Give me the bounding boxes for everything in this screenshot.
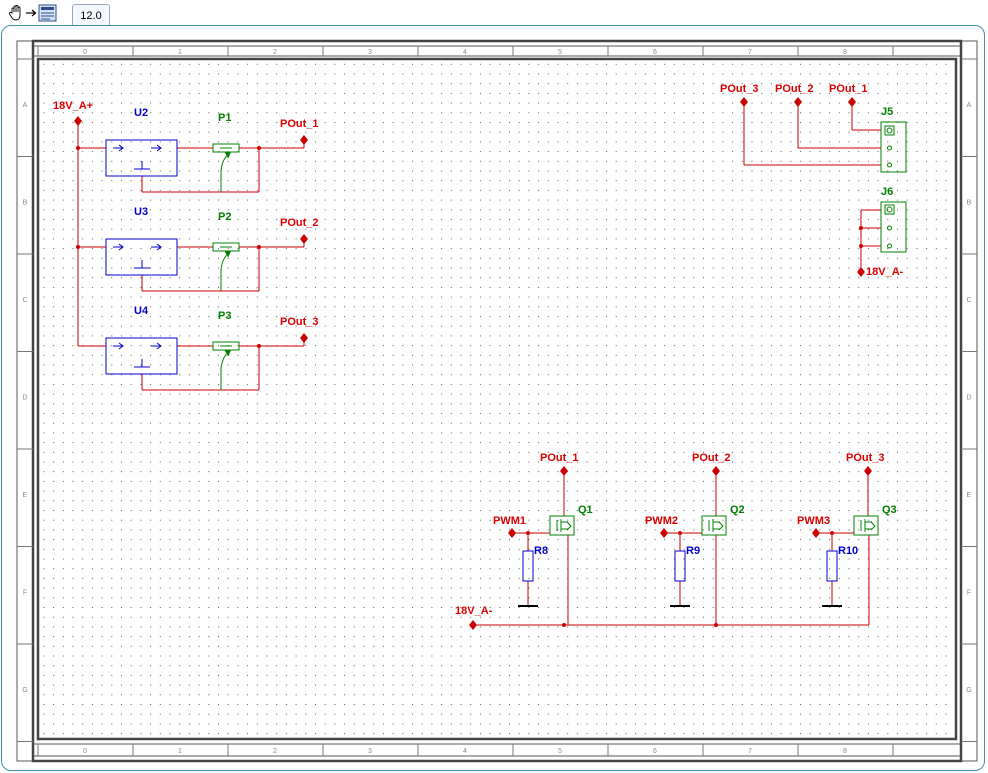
ruler-col-label-bottom: 5 xyxy=(558,748,562,755)
mosfet-Q1[interactable] xyxy=(549,515,575,536)
ref-R10: R10 xyxy=(838,545,858,557)
regulator-U4[interactable] xyxy=(105,337,178,375)
ruler-col-label-top: 1 xyxy=(178,49,182,56)
toolbar: 12.0 xyxy=(0,0,988,26)
net-label-q2-drain: POut_2 xyxy=(692,452,731,464)
ruler-row-label-left: F xyxy=(23,590,27,597)
ruler-col-label-top: 5 xyxy=(558,49,562,56)
net-label-pwm1: PWM1 xyxy=(493,515,526,527)
hand-icon[interactable] xyxy=(8,5,21,21)
ruler-col-label-top: 6 xyxy=(653,49,657,56)
ref-J6: J6 xyxy=(881,186,893,198)
ref-U3: U3 xyxy=(134,206,148,218)
ruler-col-label-bottom: 0 xyxy=(83,748,87,755)
ruler-row-label-left: E xyxy=(23,492,28,499)
ref-J5: J5 xyxy=(881,106,893,118)
ruler-col-label-bottom: 4 xyxy=(463,748,467,755)
net-label-supply-pos: 18V_A+ xyxy=(53,100,93,112)
sheet-border xyxy=(16,39,978,763)
ruler-row-label-left: C xyxy=(22,297,27,304)
ruler-row-label-right: F xyxy=(967,590,971,597)
ruler-col-label-top: 8 xyxy=(843,49,847,56)
ref-Q3: Q3 xyxy=(882,504,897,516)
tool-group[interactable] xyxy=(6,3,70,23)
ruler-col-label-top: 2 xyxy=(273,49,277,56)
wires xyxy=(77,102,881,626)
potentiometer-P3[interactable] xyxy=(212,341,240,390)
ruler-row-label-right: B xyxy=(967,200,972,207)
net-label-q3-drain: POut_3 xyxy=(846,452,885,464)
ruler-col-label-bottom: 7 xyxy=(748,748,752,755)
net-label-j5-pin2: POut_2 xyxy=(775,83,814,95)
ruler-col-label-bottom: 3 xyxy=(368,748,372,755)
mosfet-Q3[interactable] xyxy=(853,515,879,536)
net-label-pout2-left: POut_2 xyxy=(280,217,319,229)
resistor-R9[interactable] xyxy=(674,550,686,582)
net-label-ground: 18V_A- xyxy=(455,605,493,617)
ruler-row-label-left: A xyxy=(23,102,28,109)
ref-R9: R9 xyxy=(686,545,700,557)
net-label-j6-neg: 18V_A- xyxy=(866,266,904,278)
junctions xyxy=(76,146,863,627)
ruler-col-label-bottom: 1 xyxy=(178,748,182,755)
regulator-U2[interactable] xyxy=(105,139,178,177)
ref-P2: P2 xyxy=(218,211,231,223)
ruler-row-label-right: D xyxy=(966,395,971,402)
ruler-row-label-left: D xyxy=(22,395,27,402)
ref-Q1: Q1 xyxy=(578,504,593,516)
connector-J5[interactable] xyxy=(880,121,907,173)
net-label-pout3-left: POut_3 xyxy=(280,316,319,328)
net-label-q1-drain: POut_1 xyxy=(540,452,579,464)
ruler-col-label-top: 3 xyxy=(368,49,372,56)
net-ports xyxy=(74,97,872,630)
net-label-pwm3: PWM3 xyxy=(797,515,830,527)
sheet-icon[interactable] xyxy=(38,4,57,22)
ref-U4: U4 xyxy=(134,305,149,317)
potentiometer-P1[interactable] xyxy=(212,143,240,192)
net-label-pout1-left: POut_1 xyxy=(280,118,319,130)
zoom-tab[interactable]: 12.0 xyxy=(72,4,110,26)
arrow-right-icon xyxy=(26,9,37,17)
ruler-row-label-right: C xyxy=(966,297,971,304)
ruler-col-label-top: 7 xyxy=(748,49,752,56)
resistor-R10[interactable] xyxy=(826,550,838,582)
zoom-value: 12.0 xyxy=(80,9,102,22)
ruler-col-label-bottom: 2 xyxy=(273,748,277,755)
potentiometer-P2[interactable] xyxy=(212,242,240,291)
ruler-row-label-left: G xyxy=(22,687,27,694)
ruler-row-label-right: G xyxy=(966,687,971,694)
ruler-col-label-bottom: 8 xyxy=(843,748,847,755)
ruler-col-label-bottom: 6 xyxy=(653,748,657,755)
regulator-U3[interactable] xyxy=(105,238,178,276)
mosfet-Q2[interactable] xyxy=(701,515,727,536)
ruler-col-label-top: 0 xyxy=(83,49,87,56)
connector-J6[interactable] xyxy=(880,201,907,253)
ref-Q2: Q2 xyxy=(730,504,745,516)
ruler-row-label-right: A xyxy=(967,102,972,109)
ruler-row-label-left: B xyxy=(23,200,28,207)
net-label-j5-pin1: POut_1 xyxy=(829,83,868,95)
ref-P1: P1 xyxy=(218,112,231,124)
ref-P3: P3 xyxy=(218,310,231,322)
resistor-R8[interactable] xyxy=(522,550,534,582)
ruler-ticks xyxy=(17,46,977,756)
ruler-col-label-top: 4 xyxy=(463,49,467,56)
ref-R8: R8 xyxy=(534,545,548,557)
net-label-pwm2: PWM2 xyxy=(645,515,678,527)
ruler-row-label-right: E xyxy=(967,492,972,499)
ref-U2: U2 xyxy=(134,107,148,119)
net-label-j5-pin3: POut_3 xyxy=(720,83,759,95)
grid-area xyxy=(38,59,956,739)
